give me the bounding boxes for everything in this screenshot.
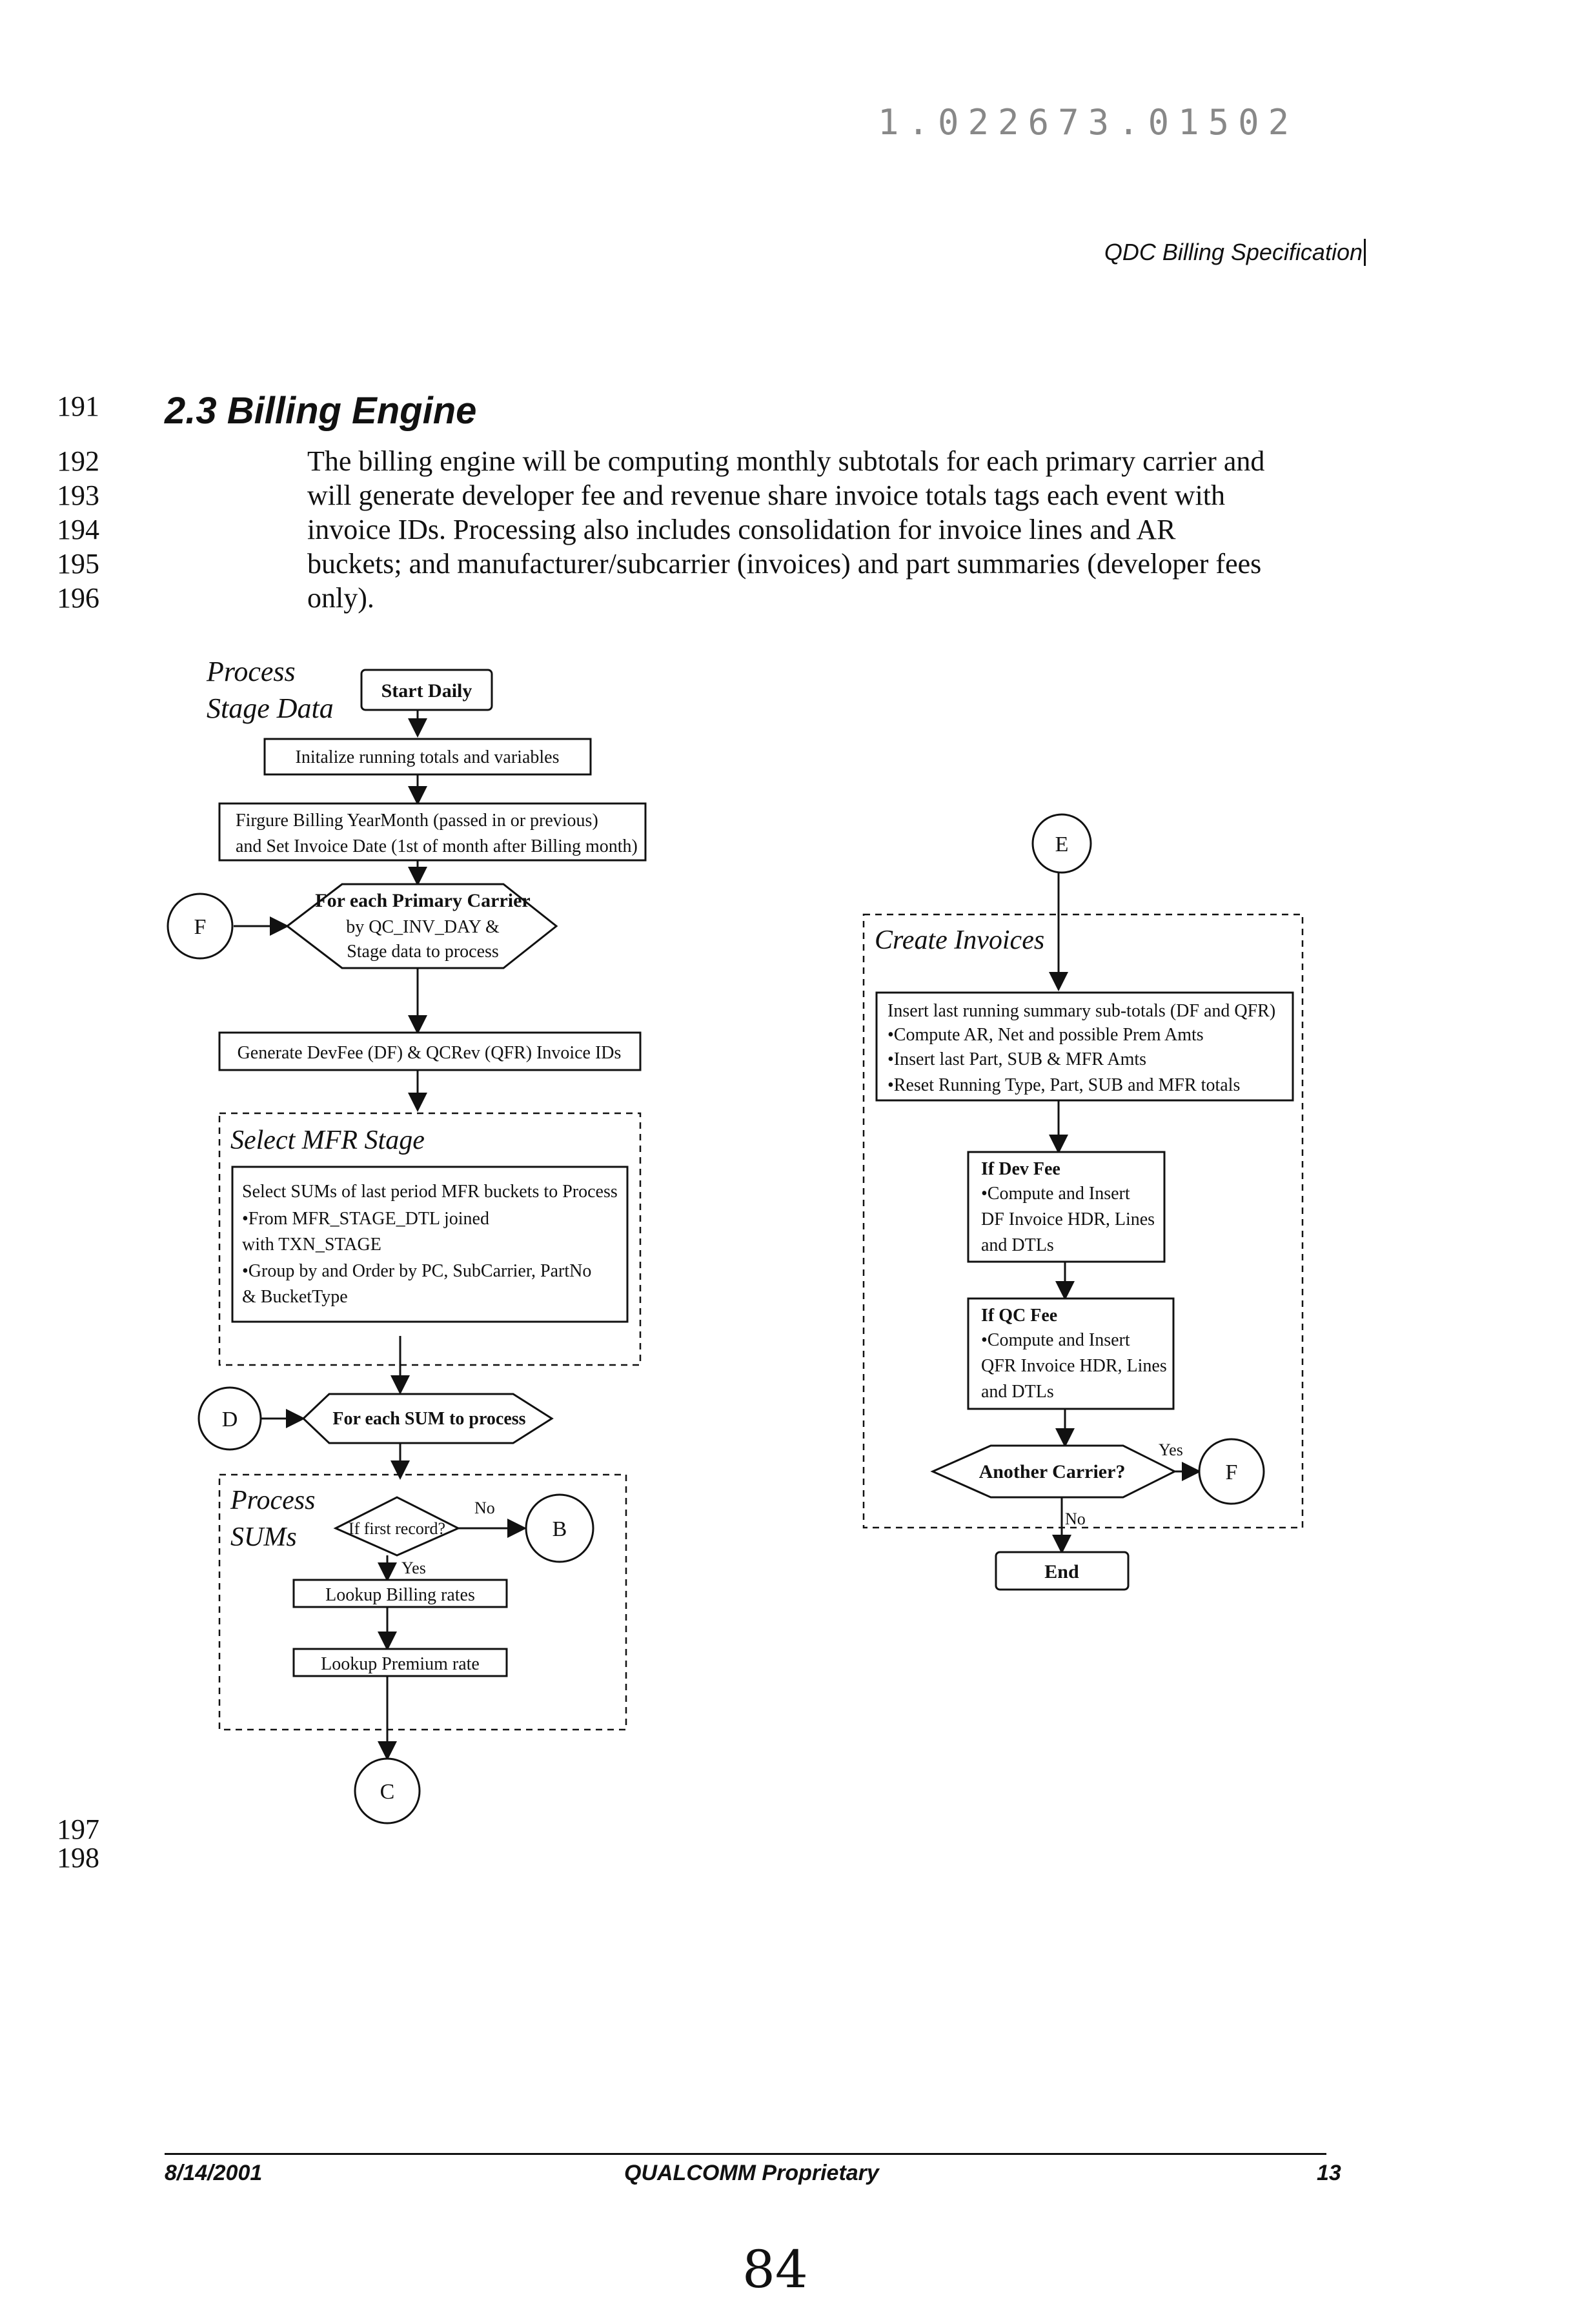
select-sums-label: & BucketType bbox=[242, 1287, 348, 1307]
connector-e-label: E bbox=[1055, 833, 1069, 856]
for-each-carrier-label: by QC_INV_DAY & bbox=[346, 917, 500, 937]
for-each-carrier-label: For each Primary Carrier bbox=[315, 890, 530, 911]
if-qc-fee-label: QFR Invoice HDR, Lines bbox=[981, 1356, 1167, 1376]
footer-proprietary: QUALCOMM Proprietary bbox=[624, 2161, 879, 2186]
select-mfr-label: Select MFR Stage bbox=[230, 1126, 425, 1155]
connector-c-label: C bbox=[380, 1780, 395, 1804]
if-dev-fee-label: If Dev Fee bbox=[981, 1159, 1060, 1179]
lookup-premium-label: Lookup Premium rate bbox=[321, 1654, 480, 1674]
process-sums-label: SUMs bbox=[230, 1522, 297, 1552]
generate-ids-label: Generate DevFee (DF) & QCRev (QFR) Invoi… bbox=[238, 1043, 622, 1063]
insert-last-label: •Reset Running Type, Part, SUB and MFR t… bbox=[887, 1075, 1240, 1095]
figure-billing-label: and Set Invoice Date (1st of month after… bbox=[236, 836, 638, 856]
for-each-carrier-label: Stage data to process bbox=[347, 942, 499, 962]
start-daily-label: Start Daily bbox=[381, 680, 472, 702]
footer-page-number: 13 bbox=[1317, 2161, 1341, 2186]
end-label: End bbox=[1044, 1561, 1079, 1582]
yes-label-2: Yes bbox=[1159, 1440, 1183, 1459]
another-carrier-label: Another Carrier? bbox=[979, 1461, 1126, 1482]
connector-f-label: F bbox=[194, 915, 207, 939]
insert-last-label: •Compute AR, Net and possible Prem Amts bbox=[887, 1025, 1204, 1045]
if-first-record-label: If first record? bbox=[349, 1519, 445, 1538]
if-qc-fee-label: and DTLs bbox=[981, 1382, 1054, 1402]
insert-last-label: Insert last running summary sub-totals (… bbox=[887, 1001, 1275, 1021]
if-dev-fee-label: and DTLs bbox=[981, 1235, 1054, 1255]
create-invoices-label: Create Invoices bbox=[875, 925, 1044, 955]
lookup-billing-label: Lookup Billing rates bbox=[325, 1585, 475, 1605]
for-each-sum-label: For each SUM to process bbox=[332, 1409, 525, 1429]
insert-last-label: •Insert last Part, SUB & MFR Amts bbox=[887, 1049, 1146, 1069]
figure-billing-label: Firgure Billing YearMonth (passed in or … bbox=[236, 811, 598, 831]
handwritten-initials: 84 bbox=[742, 2239, 808, 2299]
footer-date: 8/14/2001 bbox=[165, 2161, 262, 2186]
if-qc-fee-label: If QC Fee bbox=[981, 1306, 1057, 1326]
process-stage-label: Stage Data bbox=[207, 692, 334, 724]
no-label-2: No bbox=[1065, 1510, 1086, 1528]
connector-b-label: B bbox=[553, 1517, 567, 1541]
select-sums-label: with TXN_STAGE bbox=[242, 1235, 381, 1255]
select-sums-label: Select SUMs of last period MFR buckets t… bbox=[242, 1182, 618, 1202]
select-sums-label: •From MFR_STAGE_DTL joined bbox=[242, 1209, 489, 1229]
if-dev-fee-label: DF Invoice HDR, Lines bbox=[981, 1209, 1155, 1229]
select-sums-label: •Group by and Order by PC, SubCarrier, P… bbox=[242, 1261, 591, 1281]
connector-d-label: D bbox=[222, 1408, 238, 1431]
if-qc-fee-label: •Compute and Insert bbox=[981, 1330, 1130, 1350]
connector-f2-label: F bbox=[1226, 1460, 1238, 1484]
footer-rule bbox=[165, 2153, 1326, 2155]
no-label: No bbox=[474, 1499, 495, 1517]
process-stage-label: Process bbox=[206, 656, 296, 687]
process-sums-label: Process bbox=[230, 1486, 315, 1515]
yes-label: Yes bbox=[401, 1559, 426, 1577]
if-dev-fee-label: •Compute and Insert bbox=[981, 1184, 1130, 1204]
initialize-label: Initalize running totals and variables bbox=[296, 747, 560, 767]
